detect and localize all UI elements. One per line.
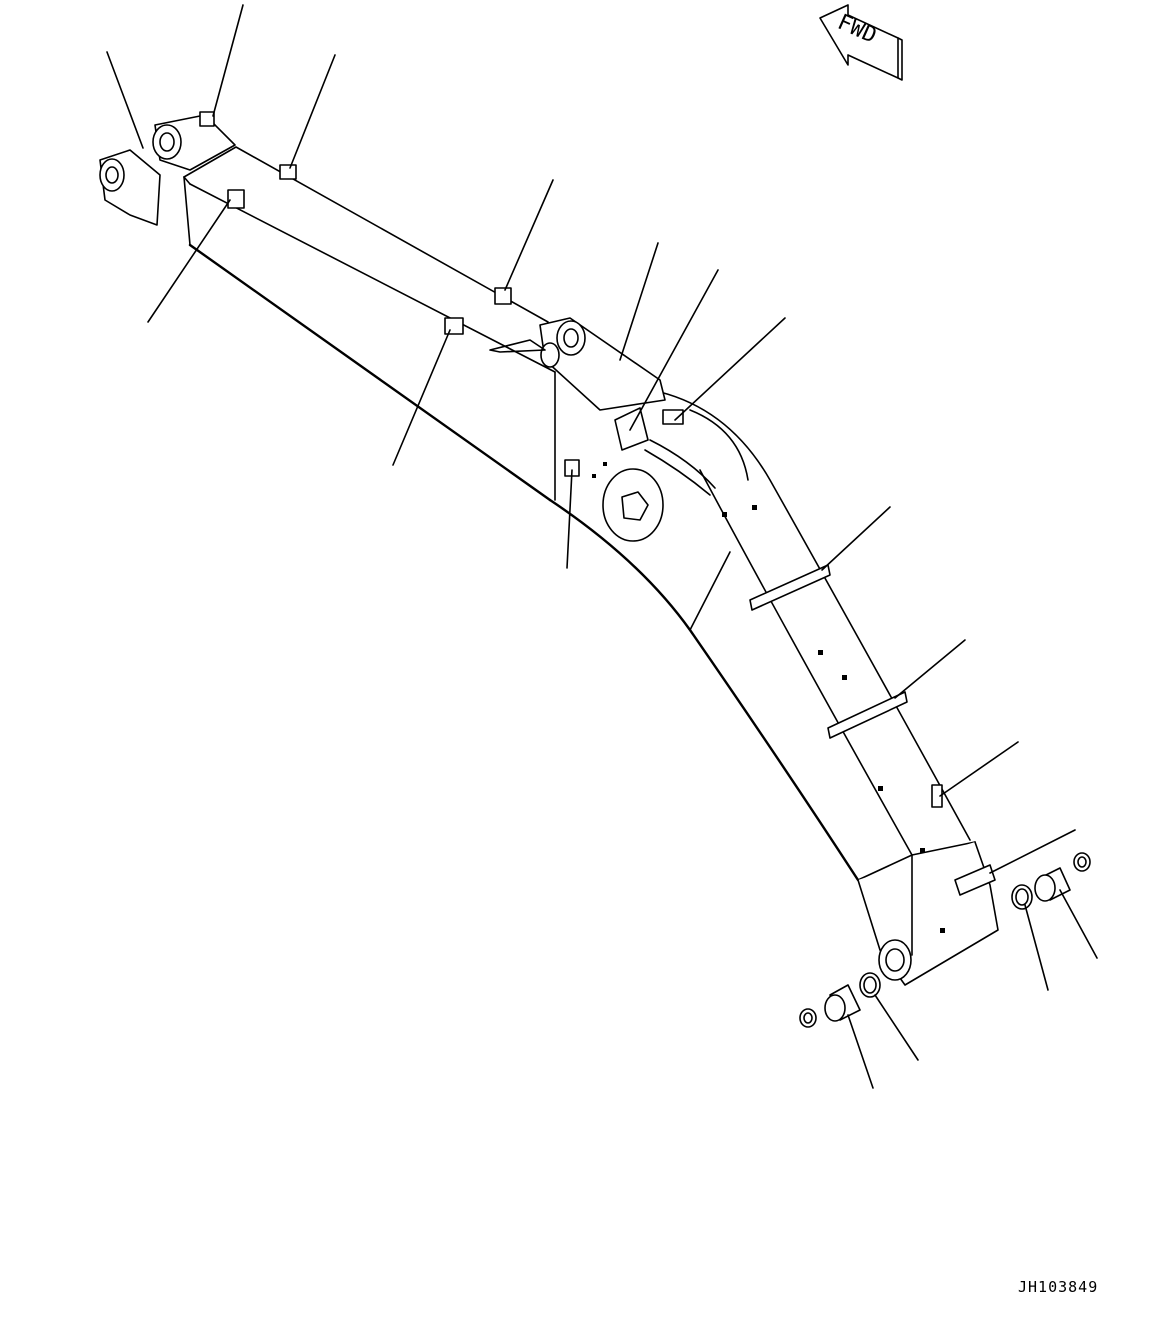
boom-body: [183, 146, 999, 986]
drawing-code: JH103849: [1018, 1278, 1099, 1296]
clamp-bands: [749, 564, 996, 896]
center-pin-plate: [602, 468, 664, 542]
cylinder-bracket: [489, 317, 666, 411]
piping-clamps: [199, 111, 684, 477]
bushings-right: [1011, 852, 1091, 910]
hose-route: [644, 409, 749, 496]
boom-foot-bosses: [99, 114, 236, 226]
leader-lines: [106, 4, 1098, 1089]
bushings-left: [799, 972, 881, 1028]
fwd-arrow: FWD: [819, 4, 903, 81]
bolt-markings: [592, 462, 945, 933]
